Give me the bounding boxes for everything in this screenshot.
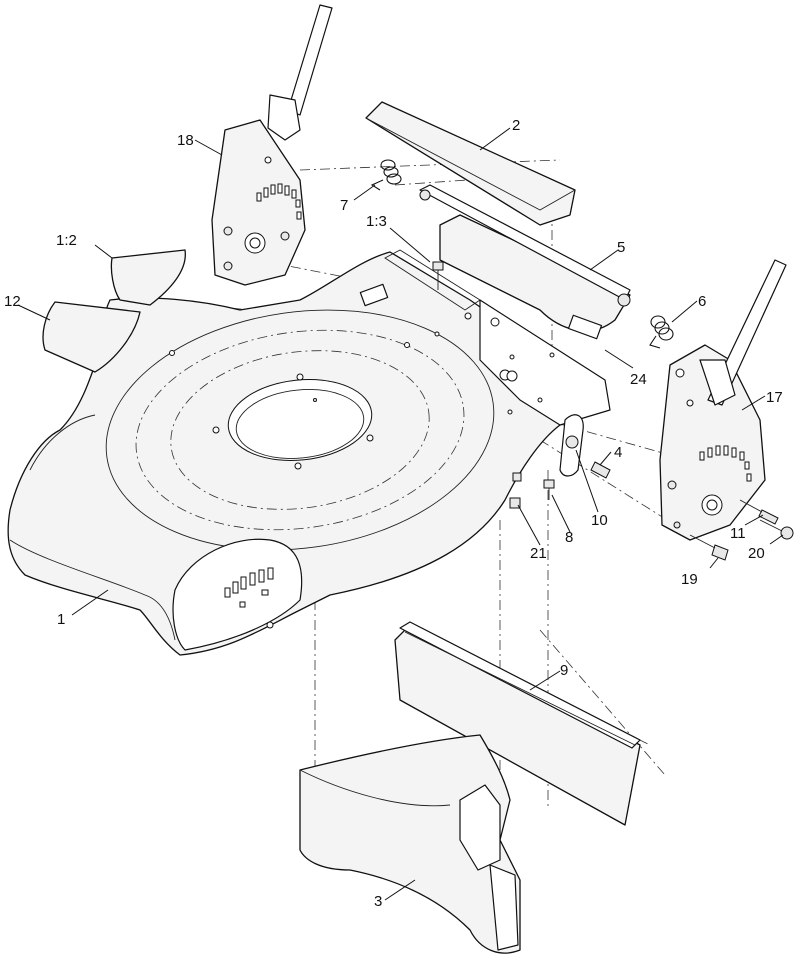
part-3-grass-chute: [299, 734, 521, 954]
callout-1: 1: [57, 611, 65, 628]
callout-17: 17: [766, 389, 783, 406]
hardware-fasteners: [432, 261, 794, 561]
leader-lines: [17, 127, 784, 901]
part-1-mower-deck: [7, 249, 611, 656]
callout-12: 12: [4, 293, 21, 310]
callout-1-3: 1:3: [366, 213, 387, 230]
callout-7: 7: [340, 197, 348, 214]
callout-labels: 1 1:2 1:3 2 3 4 5 6 7 8 9 10 11 12 17 18…: [4, 117, 783, 910]
deck-vent-slots: [224, 567, 274, 608]
part-1-2-plug: [110, 249, 186, 306]
part-9-rear-flap: [394, 621, 641, 826]
part-17-right-height-adjuster: [659, 259, 787, 541]
callout-3: 3: [374, 893, 382, 910]
callout-2: 2: [512, 117, 520, 134]
callout-19: 19: [681, 571, 698, 588]
callout-4: 4: [614, 444, 622, 461]
callout-18: 18: [177, 132, 194, 149]
callout-1-2: 1:2: [56, 232, 77, 249]
part-5-axle-bar: [419, 184, 631, 340]
callout-9: 9: [560, 662, 568, 679]
callout-20: 20: [748, 545, 765, 562]
callout-5: 5: [617, 239, 625, 256]
part-2-baffle: [365, 101, 576, 226]
callout-11: 11: [730, 525, 746, 542]
callout-21: 21: [530, 545, 547, 562]
callout-8: 8: [565, 529, 573, 546]
callout-6: 6: [698, 293, 706, 310]
part-7-spring: [370, 159, 402, 191]
callout-24: 24: [630, 371, 647, 388]
part-18-left-height-adjuster: [211, 4, 333, 286]
part-6-spring: [649, 315, 674, 349]
left-adjuster-notches: [256, 183, 302, 220]
callout-10: 10: [591, 512, 608, 529]
right-adjuster-notches: [699, 445, 752, 482]
